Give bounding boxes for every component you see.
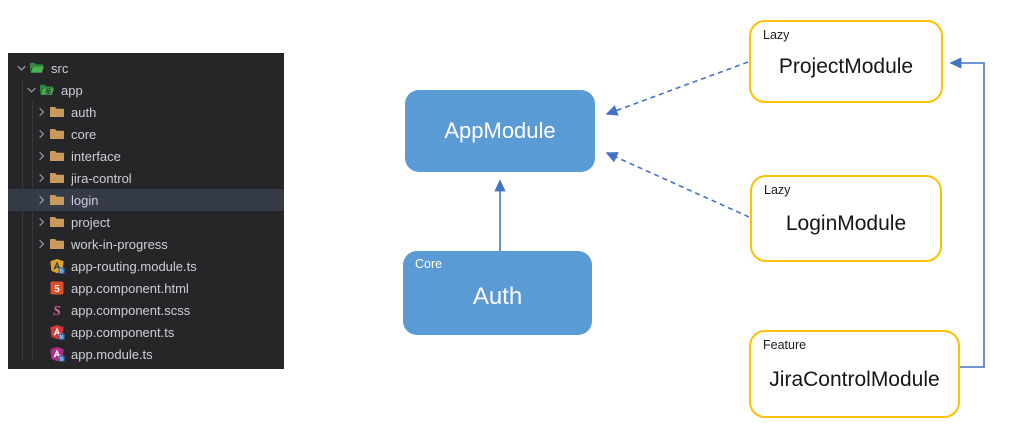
diagram-node-projectmodule: Lazy ProjectModule xyxy=(749,20,943,103)
node-label: ProjectModule xyxy=(778,55,914,78)
angular-routing-icon: ts xyxy=(49,258,65,274)
tree-item-app-module-ts[interactable]: ts app.module.ts xyxy=(8,343,284,365)
tree-item-label: app.component.scss xyxy=(71,302,191,318)
indent-spacer xyxy=(34,324,49,340)
folder-icon xyxy=(49,104,65,120)
folder-icon xyxy=(49,126,65,142)
tree-item-auth[interactable]: auth xyxy=(8,101,284,123)
tree-item-app[interactable]: app xyxy=(8,79,284,101)
chevron-right-icon[interactable] xyxy=(34,192,49,208)
tree-item-label: app.component.html xyxy=(71,280,189,296)
angular-module-icon: ts xyxy=(49,346,65,362)
chevron-right-icon[interactable] xyxy=(34,236,49,252)
folder-icon xyxy=(49,214,65,230)
indent-spacer xyxy=(34,258,49,274)
tree-item-jira-control[interactable]: jira-control xyxy=(8,167,284,189)
file-explorer-panel: src app auth core interface jira-control login… xyxy=(8,53,284,369)
tree-item-label: jira-control xyxy=(71,170,132,186)
tree-item-label: core xyxy=(71,126,97,142)
file-tree: src app auth core interface jira-control login… xyxy=(8,57,284,365)
tree-item-label: login xyxy=(71,192,99,208)
chevron-right-icon[interactable] xyxy=(34,104,49,120)
tree-item-core[interactable]: core xyxy=(8,123,284,145)
tree-item-interface[interactable]: interface xyxy=(8,145,284,167)
chevron-down-icon[interactable] xyxy=(24,82,39,98)
tree-item-label: auth xyxy=(71,104,97,120)
indent-guide xyxy=(22,79,23,361)
tree-item-label: project xyxy=(71,214,111,230)
tree-item-label: app.module.ts xyxy=(71,346,153,362)
angular-component-icon: ts xyxy=(49,324,65,340)
svg-text:S: S xyxy=(53,304,61,318)
edge-loginmodule-to-appmodule xyxy=(605,152,750,218)
tree-item-src[interactable]: src xyxy=(8,57,284,79)
diagram-node-auth: Core Auth xyxy=(403,251,592,335)
tree-item-app-component-html[interactable]: 5 app.component.html xyxy=(8,277,284,299)
svg-text:5: 5 xyxy=(54,284,60,295)
node-label: LoginModule xyxy=(785,212,907,235)
tree-item-app-routing-module-ts[interactable]: ts app-routing.module.ts xyxy=(8,255,284,277)
folder-icon xyxy=(49,236,65,252)
node-tag: Core xyxy=(415,257,443,271)
tree-item-label: work-in-progress xyxy=(71,236,168,252)
sass-icon: S xyxy=(49,302,65,318)
tree-item-label: src xyxy=(51,60,69,76)
chevron-right-icon[interactable] xyxy=(34,148,49,164)
indent-spacer xyxy=(34,280,49,296)
tree-item-work-in-progress[interactable]: work-in-progress xyxy=(8,233,284,255)
diagram-node-jiracontrolmodule: Feature JiraControlModule xyxy=(749,330,960,418)
node-label: AppModule xyxy=(444,118,556,143)
folder-app-open-icon xyxy=(39,82,55,98)
edge-jiracontrolmodule-to-projectmodule xyxy=(949,57,985,368)
tree-item-app-component-ts[interactable]: ts app.component.ts xyxy=(8,321,284,343)
indent-spacer xyxy=(34,346,49,362)
svg-text:ts: ts xyxy=(60,334,64,340)
tree-item-label: app.component.ts xyxy=(71,324,175,340)
chevron-right-icon[interactable] xyxy=(34,126,49,142)
folder-icon xyxy=(49,148,65,164)
node-label: Auth xyxy=(472,283,523,310)
folder-icon xyxy=(49,192,65,208)
svg-text:ts: ts xyxy=(60,268,64,274)
tree-item-label: app xyxy=(61,82,83,98)
edge-projectmodule-to-appmodule xyxy=(605,61,749,116)
tree-item-project[interactable]: project xyxy=(8,211,284,233)
tree-item-label: app-routing.module.ts xyxy=(71,258,197,274)
node-label: JiraControlModule xyxy=(769,367,940,391)
indent-guide xyxy=(32,101,33,361)
html5-icon: 5 xyxy=(49,280,65,296)
diagram-node-appmodule: AppModule xyxy=(405,90,595,172)
node-tag: Lazy xyxy=(763,28,790,42)
folder-src-open-icon xyxy=(29,60,45,76)
node-tag: Lazy xyxy=(764,183,791,197)
chevron-right-icon[interactable] xyxy=(34,214,49,230)
chevron-right-icon[interactable] xyxy=(34,170,49,186)
folder-icon xyxy=(49,170,65,186)
tree-item-label: interface xyxy=(71,148,121,164)
tree-item-login[interactable]: login xyxy=(8,189,284,211)
node-tag: Feature xyxy=(763,338,807,352)
diagram-node-loginmodule: Lazy LoginModule xyxy=(750,175,942,262)
indent-spacer xyxy=(34,302,49,318)
chevron-down-icon[interactable] xyxy=(14,60,29,76)
svg-text:ts: ts xyxy=(60,356,64,362)
